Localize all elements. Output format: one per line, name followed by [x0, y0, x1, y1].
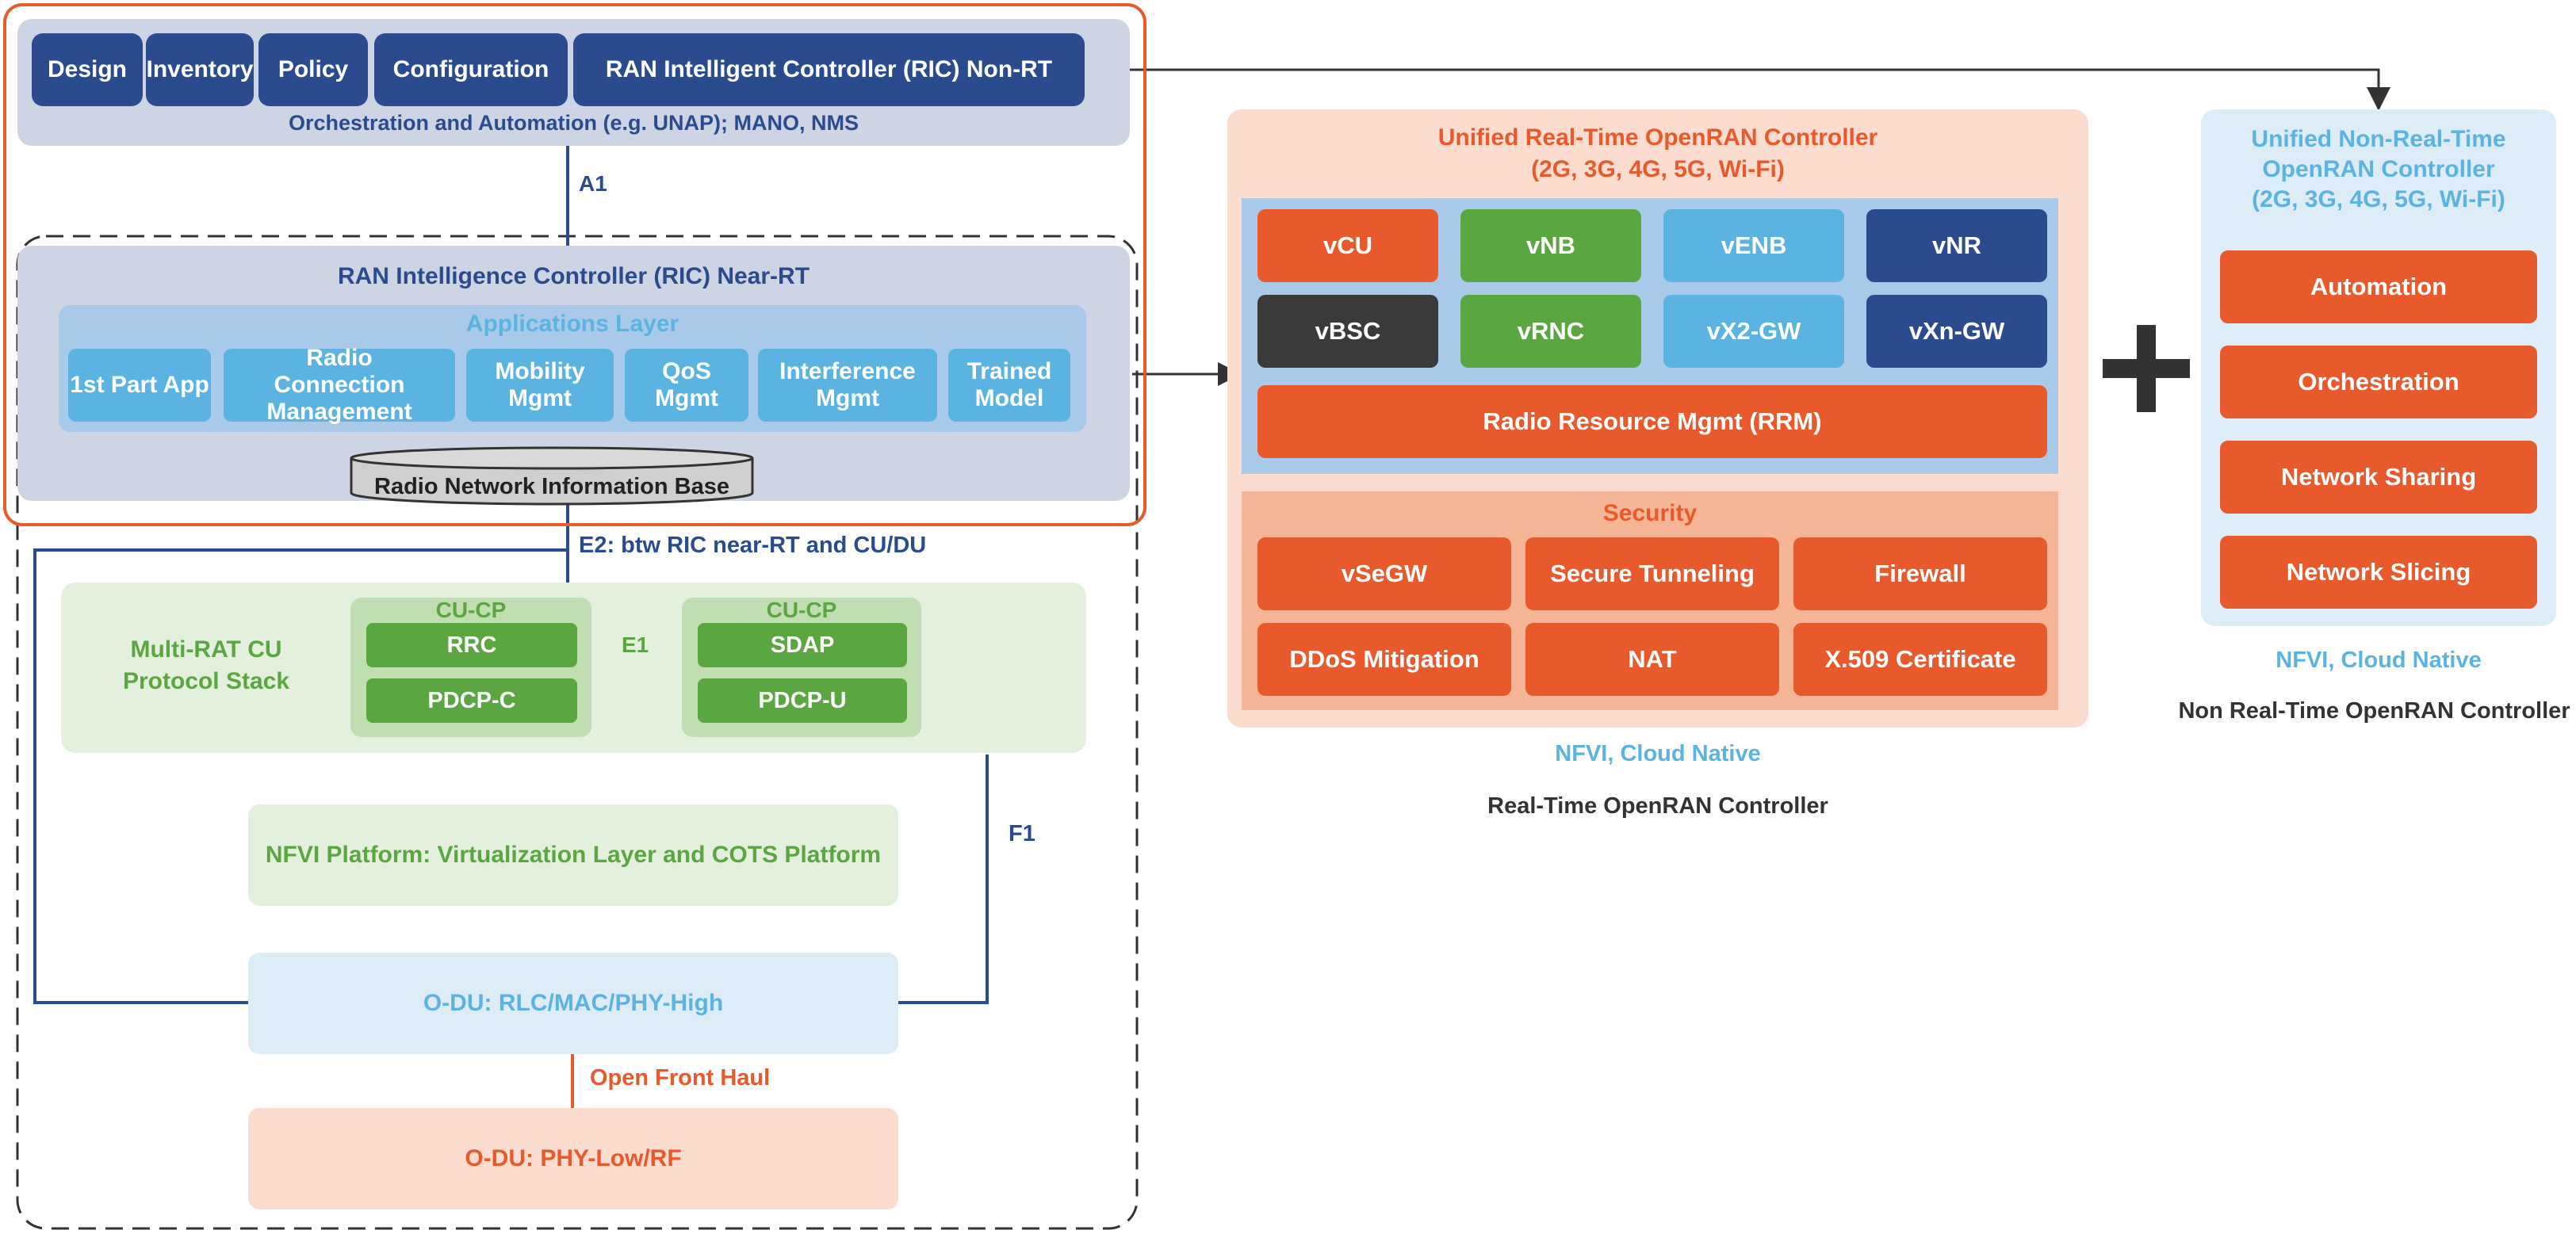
- app-trained-model[interactable]: Trained Model: [948, 349, 1070, 422]
- rt-title-line2: (2G, 3G, 4G, 5G, Wi-Fi): [1531, 156, 1785, 182]
- rnib-label: Radio Network Information Base: [374, 473, 729, 499]
- app-1st-part[interactable]: 1st Part App: [68, 349, 211, 422]
- ric-near-rt-title: RAN Intelligence Controller (RIC) Near-R…: [337, 263, 810, 289]
- rt-title-line1: Unified Real-Time OpenRAN Controller: [1437, 124, 1878, 151]
- nrt-title-line3: (2G, 3G, 4G, 5G, Wi-Fi): [2252, 186, 2505, 212]
- fronthaul-label: Open Front Haul: [590, 1065, 771, 1091]
- nrt-title-line2: OpenRAN Controller: [2262, 156, 2495, 182]
- tab-configuration[interactable]: Configuration: [374, 33, 568, 106]
- rrm-box[interactable]: Radio Resource Mgmt (RRM): [1257, 385, 2047, 458]
- sec-secure-tunneling[interactable]: Secure Tunneling: [1525, 537, 1779, 610]
- func-vnb[interactable]: vNB: [1460, 209, 1641, 282]
- f1-line: [898, 755, 989, 1004]
- orchestration-caption: Orchestration and Automation (e.g. UNAP)…: [288, 110, 859, 135]
- nonrt-arrow: [1085, 68, 2390, 111]
- nfvi-platform-box: NFVI Platform: Virtualization Layer and …: [248, 804, 898, 906]
- odu-high-box[interactable]: O-DU: RLC/MAC/PHY-High: [248, 953, 898, 1054]
- e2-label: E2: btw RIC near-RT and CU/DU: [579, 533, 927, 558]
- nrt-caption: Non Real-Time OpenRAN Controller: [2178, 697, 2570, 724]
- a1-label: A1: [579, 171, 607, 196]
- tab-policy[interactable]: Policy: [258, 33, 368, 106]
- cu-cp-title: CU-CP: [435, 598, 507, 622]
- app-radio-connection[interactable]: Radio Connection Management: [224, 345, 455, 425]
- sec-vsegw[interactable]: vSeGW: [1257, 537, 1511, 610]
- odu-low-box[interactable]: O-DU: PHY-Low/RF: [248, 1108, 898, 1209]
- nrt-automation[interactable]: Automation: [2220, 250, 2537, 323]
- rt-caption: Real-Time OpenRAN Controller: [1487, 793, 1828, 819]
- func-vnr[interactable]: vNR: [1866, 209, 2047, 282]
- f1-label: F1: [1009, 821, 1035, 846]
- nrt-orchestration[interactable]: Orchestration: [2220, 346, 2537, 418]
- app-mobility[interactable]: Mobility Mgmt: [466, 349, 614, 422]
- rnib-cylinder-icon: [350, 446, 754, 506]
- rt-nfvi-label: NFVI, Cloud Native: [1555, 740, 1761, 766]
- func-vx2-gw[interactable]: vX2-GW: [1663, 295, 1844, 368]
- nrt-title-line1: Unified Non-Real-Time: [2251, 126, 2506, 152]
- app-qos[interactable]: QoS Mgmt: [625, 349, 748, 422]
- func-venb[interactable]: vENB: [1663, 209, 1844, 282]
- tab-design[interactable]: Design: [32, 33, 143, 106]
- tab-ric-non-rt[interactable]: RAN Intelligent Controller (RIC) Non-RT: [573, 33, 1085, 106]
- sdap-box[interactable]: SDAP: [698, 623, 907, 667]
- cu-label: Multi-RAT CU Protocol Stack: [122, 636, 290, 695]
- func-vcu[interactable]: vCU: [1257, 209, 1438, 282]
- nrt-network-sharing[interactable]: Network Sharing: [2220, 441, 2537, 514]
- func-vxn-gw[interactable]: vXn-GW: [1866, 295, 2047, 368]
- pdcp-u-box[interactable]: PDCP-U: [698, 678, 907, 723]
- ric-outline: [3, 3, 1146, 526]
- nrt-network-slicing[interactable]: Network Slicing: [2220, 536, 2537, 609]
- nrt-nfvi-label: NFVI, Cloud Native: [2276, 647, 2482, 673]
- sec-x509-certificate[interactable]: X.509 Certificate: [1793, 623, 2047, 696]
- security-title: Security: [1602, 500, 1698, 526]
- e1-label: E1: [622, 632, 649, 657]
- sec-nat[interactable]: NAT: [1525, 623, 1779, 696]
- sec-firewall[interactable]: Firewall: [1793, 537, 2047, 610]
- app-interference[interactable]: Interference Mgmt: [758, 349, 937, 422]
- tab-inventory[interactable]: Inventory: [146, 33, 254, 106]
- applications-layer-title: Applications Layer: [465, 311, 679, 337]
- func-vbsc[interactable]: vBSC: [1257, 295, 1438, 368]
- plus-icon: [2103, 325, 2190, 412]
- cu-up-title: CU-CP: [766, 598, 837, 622]
- sec-ddos-mitigation[interactable]: DDoS Mitigation: [1257, 623, 1511, 696]
- func-vrnc[interactable]: vRNC: [1460, 295, 1641, 368]
- rrc-box[interactable]: RRC: [366, 623, 577, 667]
- pdcp-c-box[interactable]: PDCP-C: [366, 678, 577, 723]
